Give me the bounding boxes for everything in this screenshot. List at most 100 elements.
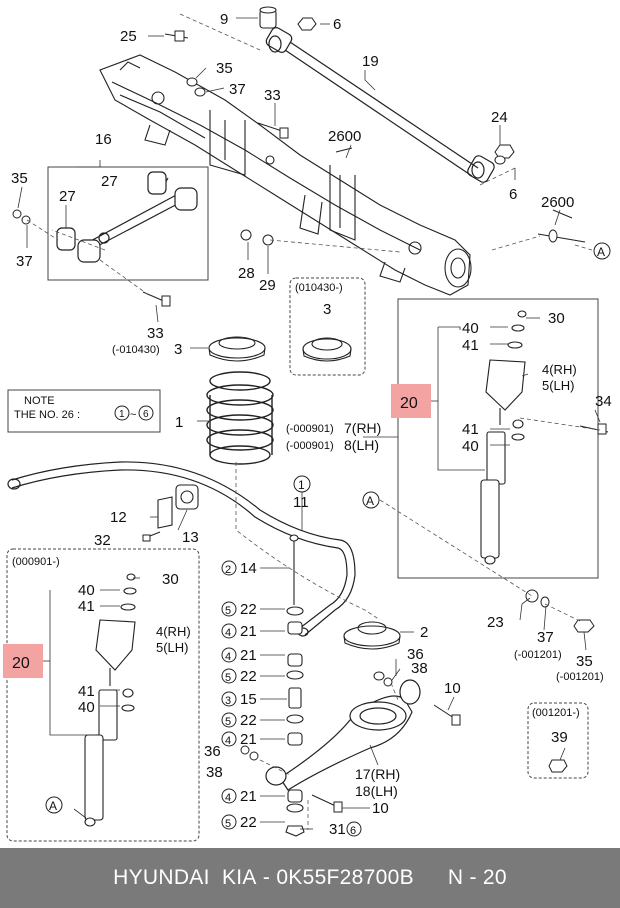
callout-2600-top: 2600 <box>328 128 361 145</box>
callout-2: 2 <box>420 624 428 641</box>
callout-22b: 22 <box>240 668 257 685</box>
callout-41-bottom-left: 41 <box>78 683 95 700</box>
box-000901-shock <box>6 548 200 842</box>
callout-36-right: 36 <box>407 646 424 663</box>
box-shock-upper <box>397 298 599 579</box>
highlight-20-right <box>391 384 431 418</box>
group-boxes <box>6 166 599 842</box>
callout-6-top: 6 <box>333 16 341 33</box>
callout-A-right: A <box>597 245 605 259</box>
box-010430-spring-seat <box>289 277 366 376</box>
callout-33-top: 33 <box>264 87 281 104</box>
footer-dash: - <box>256 866 277 889</box>
callout-34: 34 <box>595 393 612 410</box>
coil-spring-1 <box>206 371 274 465</box>
callout-40-bottom-right: 40 <box>462 438 479 455</box>
callout-38-left: 38 <box>206 764 223 781</box>
callout-37-top: 37 <box>229 81 246 98</box>
callout-12: 12 <box>110 509 127 526</box>
callout-10-bottom: 10 <box>372 800 389 817</box>
callout-10-right: 10 <box>444 680 461 697</box>
callout-40-top-left: 40 <box>78 582 95 599</box>
callout-41-top-left: 41 <box>78 598 95 615</box>
callout-8lh: 8(LH) <box>344 437 379 453</box>
shock-absorber-right <box>480 310 527 565</box>
note-tilde: ~ <box>130 409 136 421</box>
footer-part-number: 0K55F28700B <box>276 866 414 889</box>
range-010430-left: (-010430) <box>112 344 160 356</box>
callout-30-top-left: 30 <box>162 571 179 588</box>
footer-bar: HYUNDAI KIA - 0K55F28700B N - 20 <box>0 848 620 908</box>
callout-7rh: 7(RH) <box>344 420 381 436</box>
callout-20-right: 20 <box>400 395 418 412</box>
callout-32: 32 <box>94 532 111 549</box>
callout-21d: 21 <box>240 788 257 805</box>
callout-3-left: 3 <box>174 341 182 358</box>
link-stack <box>285 534 305 837</box>
note-line: THE NO. 26 : <box>14 409 80 421</box>
circle-5b: 5 <box>225 672 231 684</box>
callout-37-left: 37 <box>16 253 33 270</box>
callout-37-right: 37 <box>537 629 554 646</box>
range-001201-box: (001201-) <box>532 707 580 719</box>
callout-41-bottom-right: 41 <box>462 421 479 438</box>
circle-5a: 5 <box>225 605 231 617</box>
footer-brand: HYUNDAI KIA <box>113 866 257 889</box>
callout-5lh-right: 5(LH) <box>542 378 575 393</box>
callout-28: 28 <box>238 265 255 282</box>
note-circle-from: 1 <box>119 409 125 420</box>
callout-25: 25 <box>120 28 137 45</box>
callout-3-box: 3 <box>323 301 331 318</box>
range-001201-35: (-001201) <box>556 671 604 683</box>
lower-arm-27 <box>56 171 198 263</box>
assembly-dashed-lines <box>26 13 601 830</box>
callout-27-left: 27 <box>59 188 76 205</box>
range-000901-7rh: (-000901) <box>286 423 334 435</box>
callout-27-top: 27 <box>101 173 118 190</box>
callout-39: 39 <box>551 729 568 746</box>
callout-1: 1 <box>175 414 183 431</box>
callout-21a: 21 <box>240 623 257 640</box>
callout-20-left: 20 <box>12 655 30 672</box>
callout-17rh: 17(RH) <box>355 766 400 782</box>
callout-21b: 21 <box>240 647 257 664</box>
spring-seat-3a <box>208 336 266 362</box>
callout-22a: 22 <box>240 601 257 618</box>
note-circle-to: 6 <box>143 409 149 420</box>
callout-23: 23 <box>487 614 504 631</box>
callout-9: 9 <box>220 11 228 28</box>
callout-labels: 9 6 25 19 35 37 33 2600 24 6 16 35 27 27… <box>11 11 612 838</box>
note-title: NOTE <box>24 395 55 407</box>
shock-absorber-left <box>84 573 137 827</box>
callout-18lh: 18(LH) <box>355 783 398 799</box>
range-000901-box: (000901-) <box>12 556 60 568</box>
rubber-pad-2 <box>343 621 401 650</box>
highlight-20-left <box>3 644 43 678</box>
callout-41-top-right: 41 <box>462 337 479 354</box>
callout-14: 14 <box>240 560 257 577</box>
callout-35-left: 35 <box>11 170 28 187</box>
callout-5lh-left: 5(LH) <box>156 640 189 655</box>
callout-36-left: 36 <box>204 743 221 760</box>
note-box <box>7 389 161 433</box>
callout-30-top-right: 30 <box>548 310 565 327</box>
circle-4b: 4 <box>225 651 231 663</box>
upper-arm-19 <box>265 27 495 183</box>
callout-4rh-left: 4(RH) <box>156 624 191 639</box>
callout-4rh-right: 4(RH) <box>542 362 577 377</box>
callout-40-bottom-left: 40 <box>78 699 95 716</box>
callout-A-left: A <box>49 799 57 813</box>
stabilizer-bar <box>7 461 356 637</box>
marker-circles <box>45 242 611 837</box>
callout-2600-right: 2600 <box>541 194 574 211</box>
circle-4a: 4 <box>225 627 231 639</box>
fasteners <box>12 17 609 813</box>
callout-22d: 22 <box>240 814 257 831</box>
callout-6-right: 6 <box>509 186 517 203</box>
circle-6: 6 <box>350 825 356 837</box>
callout-38-right: 38 <box>411 660 428 677</box>
callout-19: 19 <box>362 53 379 70</box>
rear-axle-housing <box>99 54 472 296</box>
circle-4c: 4 <box>225 735 231 747</box>
callout-29: 29 <box>259 277 276 294</box>
